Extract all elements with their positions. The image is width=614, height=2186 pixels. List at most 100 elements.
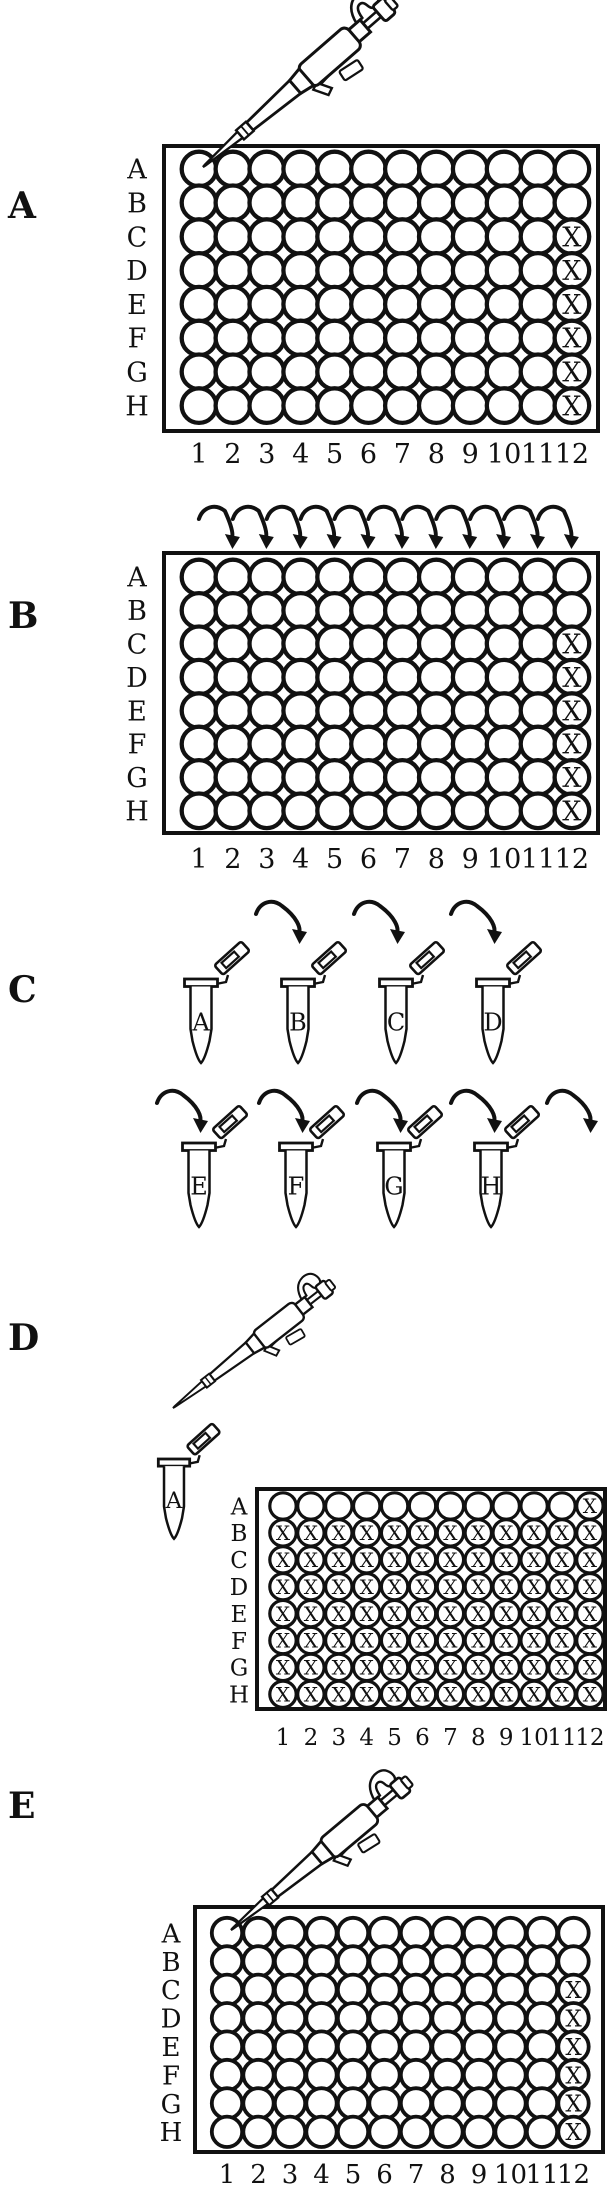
well-B9 bbox=[461, 1944, 497, 1979]
pipette-panel-e bbox=[230, 1769, 414, 1931]
well-A3 bbox=[247, 149, 287, 189]
well-A3 bbox=[323, 1491, 354, 1521]
well-mark-G3: X bbox=[332, 1656, 347, 1680]
well-D7 bbox=[382, 250, 422, 290]
well-D9 bbox=[461, 2001, 497, 2036]
well-mark-C12: X bbox=[565, 1978, 582, 2004]
transfer-arrow-icon bbox=[257, 1088, 310, 1133]
well-G4 bbox=[304, 2086, 339, 2121]
well-C5 bbox=[315, 217, 355, 257]
transfer-arrow-icon bbox=[230, 504, 274, 549]
tube-lid-open bbox=[214, 940, 251, 976]
tube-label-F: F bbox=[288, 1173, 305, 1201]
well-F2 bbox=[213, 318, 253, 358]
row-label-F: F bbox=[128, 730, 147, 761]
well-mark-F3: X bbox=[332, 1629, 347, 1653]
well-C4 bbox=[281, 217, 321, 257]
col-label-6: 6 bbox=[376, 2160, 393, 2186]
well-B9 bbox=[450, 183, 490, 223]
well-C10 bbox=[484, 624, 524, 664]
tube-body bbox=[479, 1150, 503, 1229]
row-label-A: A bbox=[126, 155, 147, 186]
well-A3 bbox=[247, 557, 287, 597]
well-H1 bbox=[209, 2114, 245, 2149]
well-mark-F7: X bbox=[443, 1629, 458, 1653]
well-D7 bbox=[398, 2001, 434, 2036]
well-D9 bbox=[450, 250, 490, 290]
well-mark-H9: X bbox=[499, 1683, 514, 1707]
col-label-9: 9 bbox=[499, 1725, 514, 1751]
well-mark-E7: X bbox=[443, 1602, 458, 1626]
well-C1 bbox=[179, 624, 219, 664]
well-C11 bbox=[518, 217, 558, 257]
well-E6 bbox=[349, 691, 388, 731]
well-H11 bbox=[518, 386, 558, 426]
well-B11 bbox=[518, 590, 558, 630]
well-mark-E4: X bbox=[360, 1602, 375, 1626]
tube-F: F bbox=[278, 1104, 346, 1229]
well-H8 bbox=[416, 791, 456, 831]
well-mark-C11: X bbox=[555, 1548, 570, 1572]
well-F7 bbox=[382, 318, 422, 358]
well-C3 bbox=[247, 217, 287, 257]
well-mark-B4: X bbox=[360, 1521, 375, 1545]
row-label-D: D bbox=[126, 663, 148, 694]
well-B4 bbox=[281, 183, 321, 223]
column-transfer-arrows bbox=[196, 504, 579, 549]
row-label-D: D bbox=[230, 1575, 248, 1601]
col-label-9: 9 bbox=[462, 439, 479, 470]
well-F7 bbox=[382, 724, 422, 764]
well-B6 bbox=[367, 1944, 402, 1979]
well-mark-E5: X bbox=[387, 1602, 402, 1626]
well-F10 bbox=[484, 724, 524, 764]
well-mark-F12: X bbox=[565, 2063, 582, 2089]
row-label-B: B bbox=[161, 1948, 180, 1978]
row-label-A: A bbox=[161, 1919, 182, 1949]
col-label-9: 9 bbox=[471, 2160, 488, 2186]
col-label-5: 5 bbox=[387, 1725, 402, 1751]
well-C2 bbox=[213, 624, 253, 664]
row-label-G: G bbox=[126, 358, 148, 389]
well-mark-B6: X bbox=[415, 1521, 430, 1545]
well-mark-B7: X bbox=[443, 1521, 458, 1545]
well-mark-G4: X bbox=[360, 1656, 375, 1680]
well-B10 bbox=[484, 590, 524, 630]
tube-body bbox=[284, 1150, 308, 1229]
well-H2 bbox=[213, 386, 253, 426]
well-D5 bbox=[315, 250, 355, 290]
well-A10 bbox=[519, 1491, 549, 1521]
tube-rim bbox=[378, 977, 414, 988]
well-E10 bbox=[484, 691, 524, 731]
well-D3 bbox=[247, 657, 287, 697]
well-A7 bbox=[435, 1491, 466, 1521]
well-mark-D12: X bbox=[565, 2006, 582, 2032]
tube-source-A: A bbox=[156, 1422, 221, 1541]
well-E1 bbox=[179, 691, 219, 731]
col-label-8: 8 bbox=[439, 2160, 456, 2186]
tube-body bbox=[187, 1150, 211, 1229]
well-D11 bbox=[518, 250, 558, 290]
well-mark-E12: X bbox=[565, 2035, 582, 2061]
well-F4 bbox=[281, 318, 321, 358]
col-label-4: 4 bbox=[359, 1725, 374, 1751]
well-D1 bbox=[179, 250, 219, 290]
well-mark-H12: X bbox=[565, 2120, 582, 2146]
well-C4 bbox=[281, 624, 321, 664]
well-mark-D4: X bbox=[360, 1575, 375, 1599]
well-F5 bbox=[315, 724, 355, 764]
well-H9 bbox=[461, 2114, 497, 2149]
well-mark-D12: X bbox=[583, 1575, 598, 1599]
well-H12 bbox=[552, 791, 592, 831]
transfer-arrow-icon bbox=[545, 1088, 598, 1133]
well-A7 bbox=[398, 1915, 434, 1951]
well-mark-E2: X bbox=[304, 1602, 319, 1626]
well-mark-E10: X bbox=[527, 1602, 542, 1626]
well-mark-F1: X bbox=[276, 1629, 291, 1653]
well-A5 bbox=[379, 1491, 410, 1521]
panel-label-b: B bbox=[8, 595, 39, 637]
well-mark-C12: X bbox=[583, 1548, 598, 1572]
tube-body bbox=[384, 986, 408, 1065]
well-C7 bbox=[382, 217, 422, 257]
well-F9 bbox=[461, 2057, 497, 2093]
